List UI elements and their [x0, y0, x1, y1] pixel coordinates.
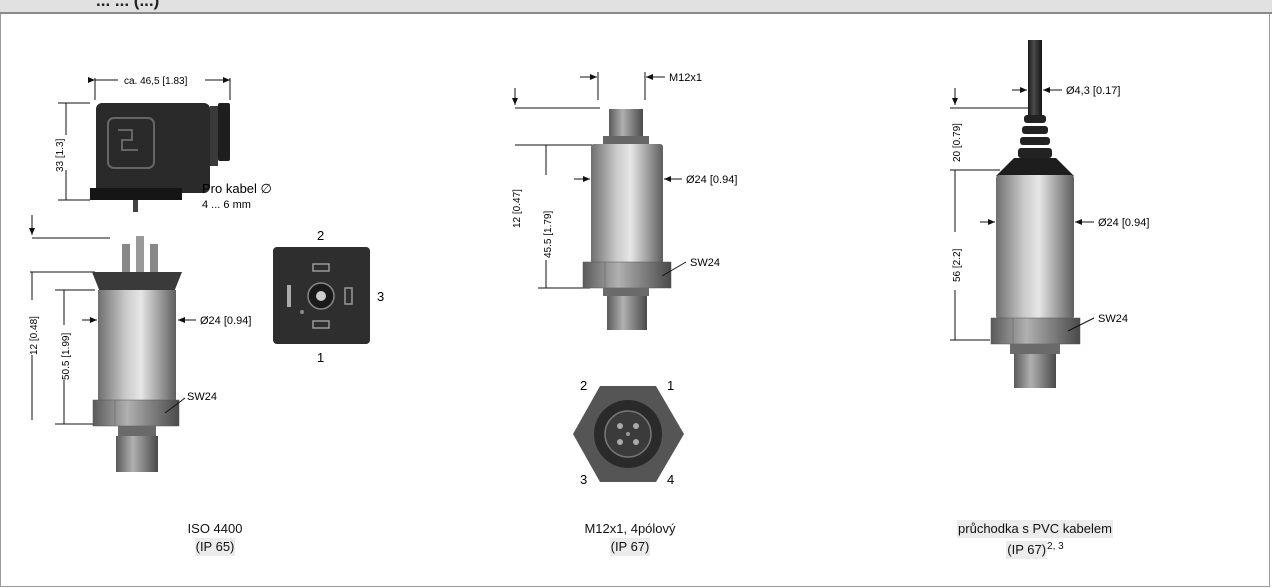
iso-caption-line1: ISO 4400 [187, 521, 243, 536]
iso-diameter-dim: Ø24 [0.94] [200, 315, 251, 327]
iso-pin-2: 2 [317, 228, 324, 243]
iso-50-dim: 50.5 [1.99] [61, 333, 72, 380]
m12-sw-dim: SW24 [690, 257, 720, 269]
m12-12-dim: 12 [0.47] [512, 189, 523, 228]
iso-12-dim: 12 [0.48] [29, 316, 40, 355]
m12-diameter-dim: Ø24 [0.94] [686, 174, 737, 186]
cable-caption-footnote: 2, 3 [1047, 541, 1064, 552]
m12-pin-1: 1 [667, 378, 674, 393]
m12-caption-line1: M12x1, 4pólový [584, 521, 676, 536]
m12-sensor-body [512, 72, 687, 330]
iso-caption-line2: (IP 65) [194, 538, 236, 556]
cable-caption-line2: (IP 67) [1006, 541, 1048, 560]
section-header-bar: ... ... (...) [0, 0, 1272, 14]
m12-caption: M12x1, 4pólový (IP 67) [530, 520, 730, 556]
cable-caption-line1: průchodka s PVC kabelem [957, 520, 1113, 538]
m12-pin-4: 4 [667, 472, 674, 487]
section-title: ... ... (...) [96, 0, 160, 10]
cable-dia-dim: Ø4,3 [0.17] [1066, 85, 1120, 97]
m12-caption-line2: (IP 67) [609, 538, 651, 556]
cable-56-dim: 56 [2.2] [952, 248, 963, 282]
cable-20-dim: 20 [0.79] [952, 123, 963, 162]
iso-pin-3: 3 [377, 289, 384, 304]
m12-pin-2: 2 [580, 378, 587, 393]
m12-thread-dim: M12x1 [669, 72, 702, 84]
iso-cable-note-2: 4 ... 6 mm [202, 199, 251, 211]
iso-caption: ISO 4400 (IP 65) [120, 520, 310, 556]
cable-sensor-body [950, 40, 1095, 388]
m12-pin-face-view [573, 386, 684, 482]
m12-pin-3: 3 [580, 472, 587, 487]
iso-sensor-body [29, 215, 196, 472]
iso-width-dim: ca. 46,5 [1.83] [124, 76, 188, 87]
m12-45-dim: 45.5 [1.79] [543, 211, 554, 258]
iso-connector-side-view [58, 77, 231, 212]
iso-pin-1: 1 [317, 350, 324, 365]
iso-pin-face-view [273, 247, 370, 344]
iso-cable-note-1: Pro kabel ∅ [202, 181, 272, 196]
iso-connector-height-dim: 33 [1.3] [55, 138, 66, 172]
cable-diameter-dim: Ø24 [0.94] [1098, 217, 1149, 229]
iso-sw-dim: SW24 [187, 391, 217, 403]
cable-sw-dim: SW24 [1098, 313, 1128, 325]
cable-caption: průchodka s PVC kabelem (IP 67)2, 3 [900, 520, 1170, 560]
